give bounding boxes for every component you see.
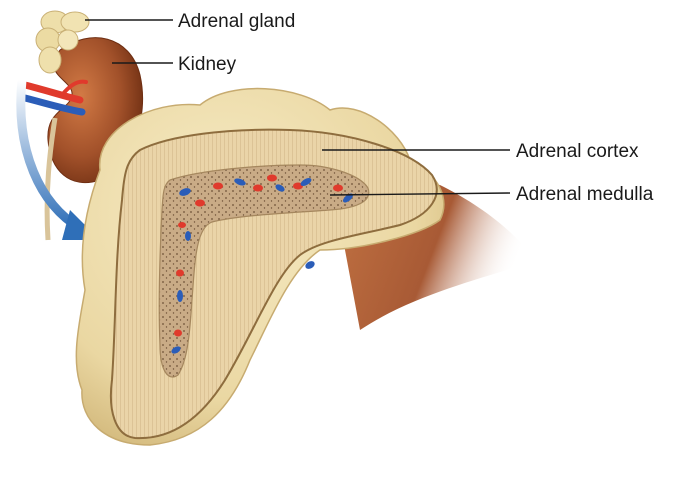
label-adrenal-cortex: Adrenal cortex [516, 141, 639, 162]
label-adrenal-gland: Adrenal gland [178, 11, 295, 32]
label-adrenal-medulla: Adrenal medulla [516, 184, 654, 205]
label-kidney: Kidney [178, 54, 237, 75]
